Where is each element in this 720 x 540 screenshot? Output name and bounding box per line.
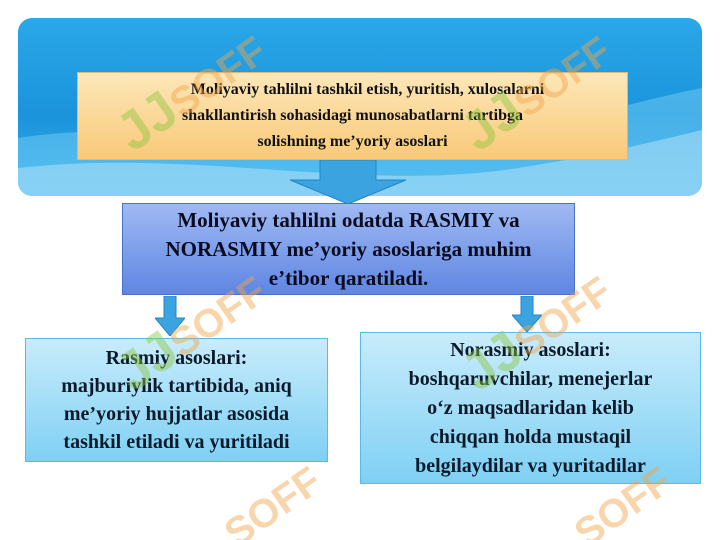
mid-box-line: NORASMIY me’yoriy asoslariga muhim: [165, 236, 532, 261]
down-arrow-icon: [290, 160, 406, 204]
watermark-text: SOFF: [217, 459, 330, 540]
formal-basis-box: Rasmiy asoslari: majburiylik tartibida, …: [25, 338, 328, 462]
top-box-line: Moliyaviy tahlilni tashkil etish, yuriti…: [190, 81, 545, 98]
left-box-line: me’yoriy hujjatlar asosida: [63, 403, 290, 425]
down-arrow-right-icon: [512, 296, 542, 332]
left-box-line: majburiylik tartibida, aniq: [61, 375, 292, 397]
mid-box-line: Moliyaviy tahlilni odatda RASMIY va: [177, 207, 520, 232]
banner-wave-decoration: [18, 88, 702, 196]
top-concept-box: Moliyaviy tahlilni tashkil etish, yuriti…: [77, 72, 628, 160]
right-box-line: boshqaruvchilar, menejerlar: [408, 367, 653, 390]
right-box-line: o‘z maqsadlaridan kelib: [427, 396, 634, 419]
mid-box-line: e’tibor qaratiladi.: [268, 265, 429, 290]
informal-basis-box: Norasmiy asoslari: boshqaruvchilar, mene…: [360, 332, 701, 484]
down-arrow-left-icon: [155, 296, 185, 336]
right-box-line: belgilaydilar va yuritadilar: [415, 454, 646, 477]
middle-concept-box: Moliyaviy tahlilni odatda RASMIY va NORA…: [122, 203, 575, 295]
top-box-line: solishning me’yoriy asoslari: [257, 133, 448, 150]
right-box-line: chiqqan holda mustaqil: [429, 425, 632, 448]
top-box-line: shakllantirish sohasidagi munosabatlarni…: [182, 107, 523, 124]
right-box-line: Norasmiy asoslari:: [450, 338, 611, 361]
left-box-line: tashkil etiladi va yuritiladi: [63, 431, 290, 453]
left-box-line: Rasmiy asoslari:: [105, 347, 248, 369]
